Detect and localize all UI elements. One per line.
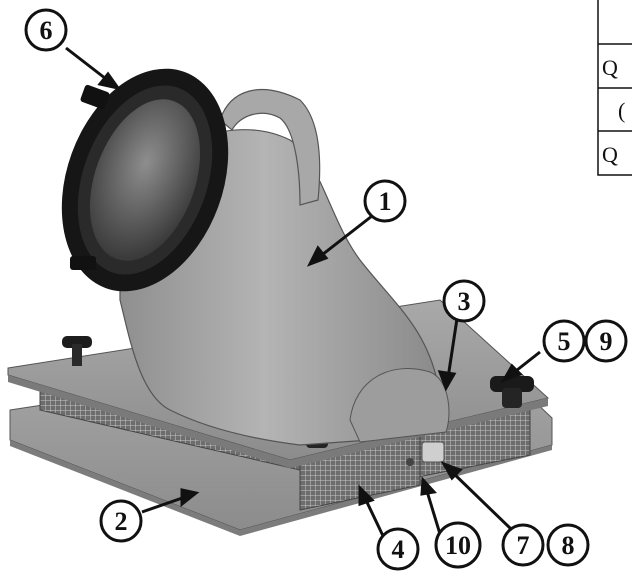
- callout-4: 4: [376, 527, 420, 571]
- callout-9: 9: [584, 319, 628, 363]
- callout-3: 3: [442, 279, 486, 323]
- svg-text:7: 7: [517, 531, 530, 560]
- table-cell-2: Q: [602, 55, 618, 80]
- svg-text:6: 6: [40, 16, 53, 45]
- svg-text:2: 2: [115, 507, 128, 536]
- leader-arrows: [65, 46, 541, 539]
- callout-1: 1: [363, 179, 407, 223]
- svg-text:3: 3: [458, 287, 471, 316]
- inlet-coupling: [61, 68, 229, 292]
- carry-handle: [219, 89, 321, 206]
- svg-text:8: 8: [562, 531, 575, 560]
- callout-10: 10: [434, 521, 482, 569]
- callout-5: 5: [542, 319, 586, 363]
- table-fragment: Q ( Q: [597, 0, 632, 176]
- svg-text:4: 4: [392, 535, 405, 564]
- callout-2: 2: [99, 499, 143, 543]
- svg-text:5: 5: [558, 327, 571, 356]
- knob-right: [490, 376, 534, 408]
- callout-7: 7: [501, 523, 545, 567]
- svg-text:9: 9: [600, 327, 613, 356]
- valve-fitting: [406, 441, 445, 466]
- table-cell-4: Q: [602, 142, 618, 167]
- svg-text:1: 1: [379, 187, 392, 216]
- table-cell-3: (: [618, 98, 625, 123]
- callout-6: 6: [24, 8, 68, 52]
- svg-text:10: 10: [445, 531, 471, 560]
- callout-8: 8: [546, 523, 590, 567]
- knob-left: [62, 336, 92, 366]
